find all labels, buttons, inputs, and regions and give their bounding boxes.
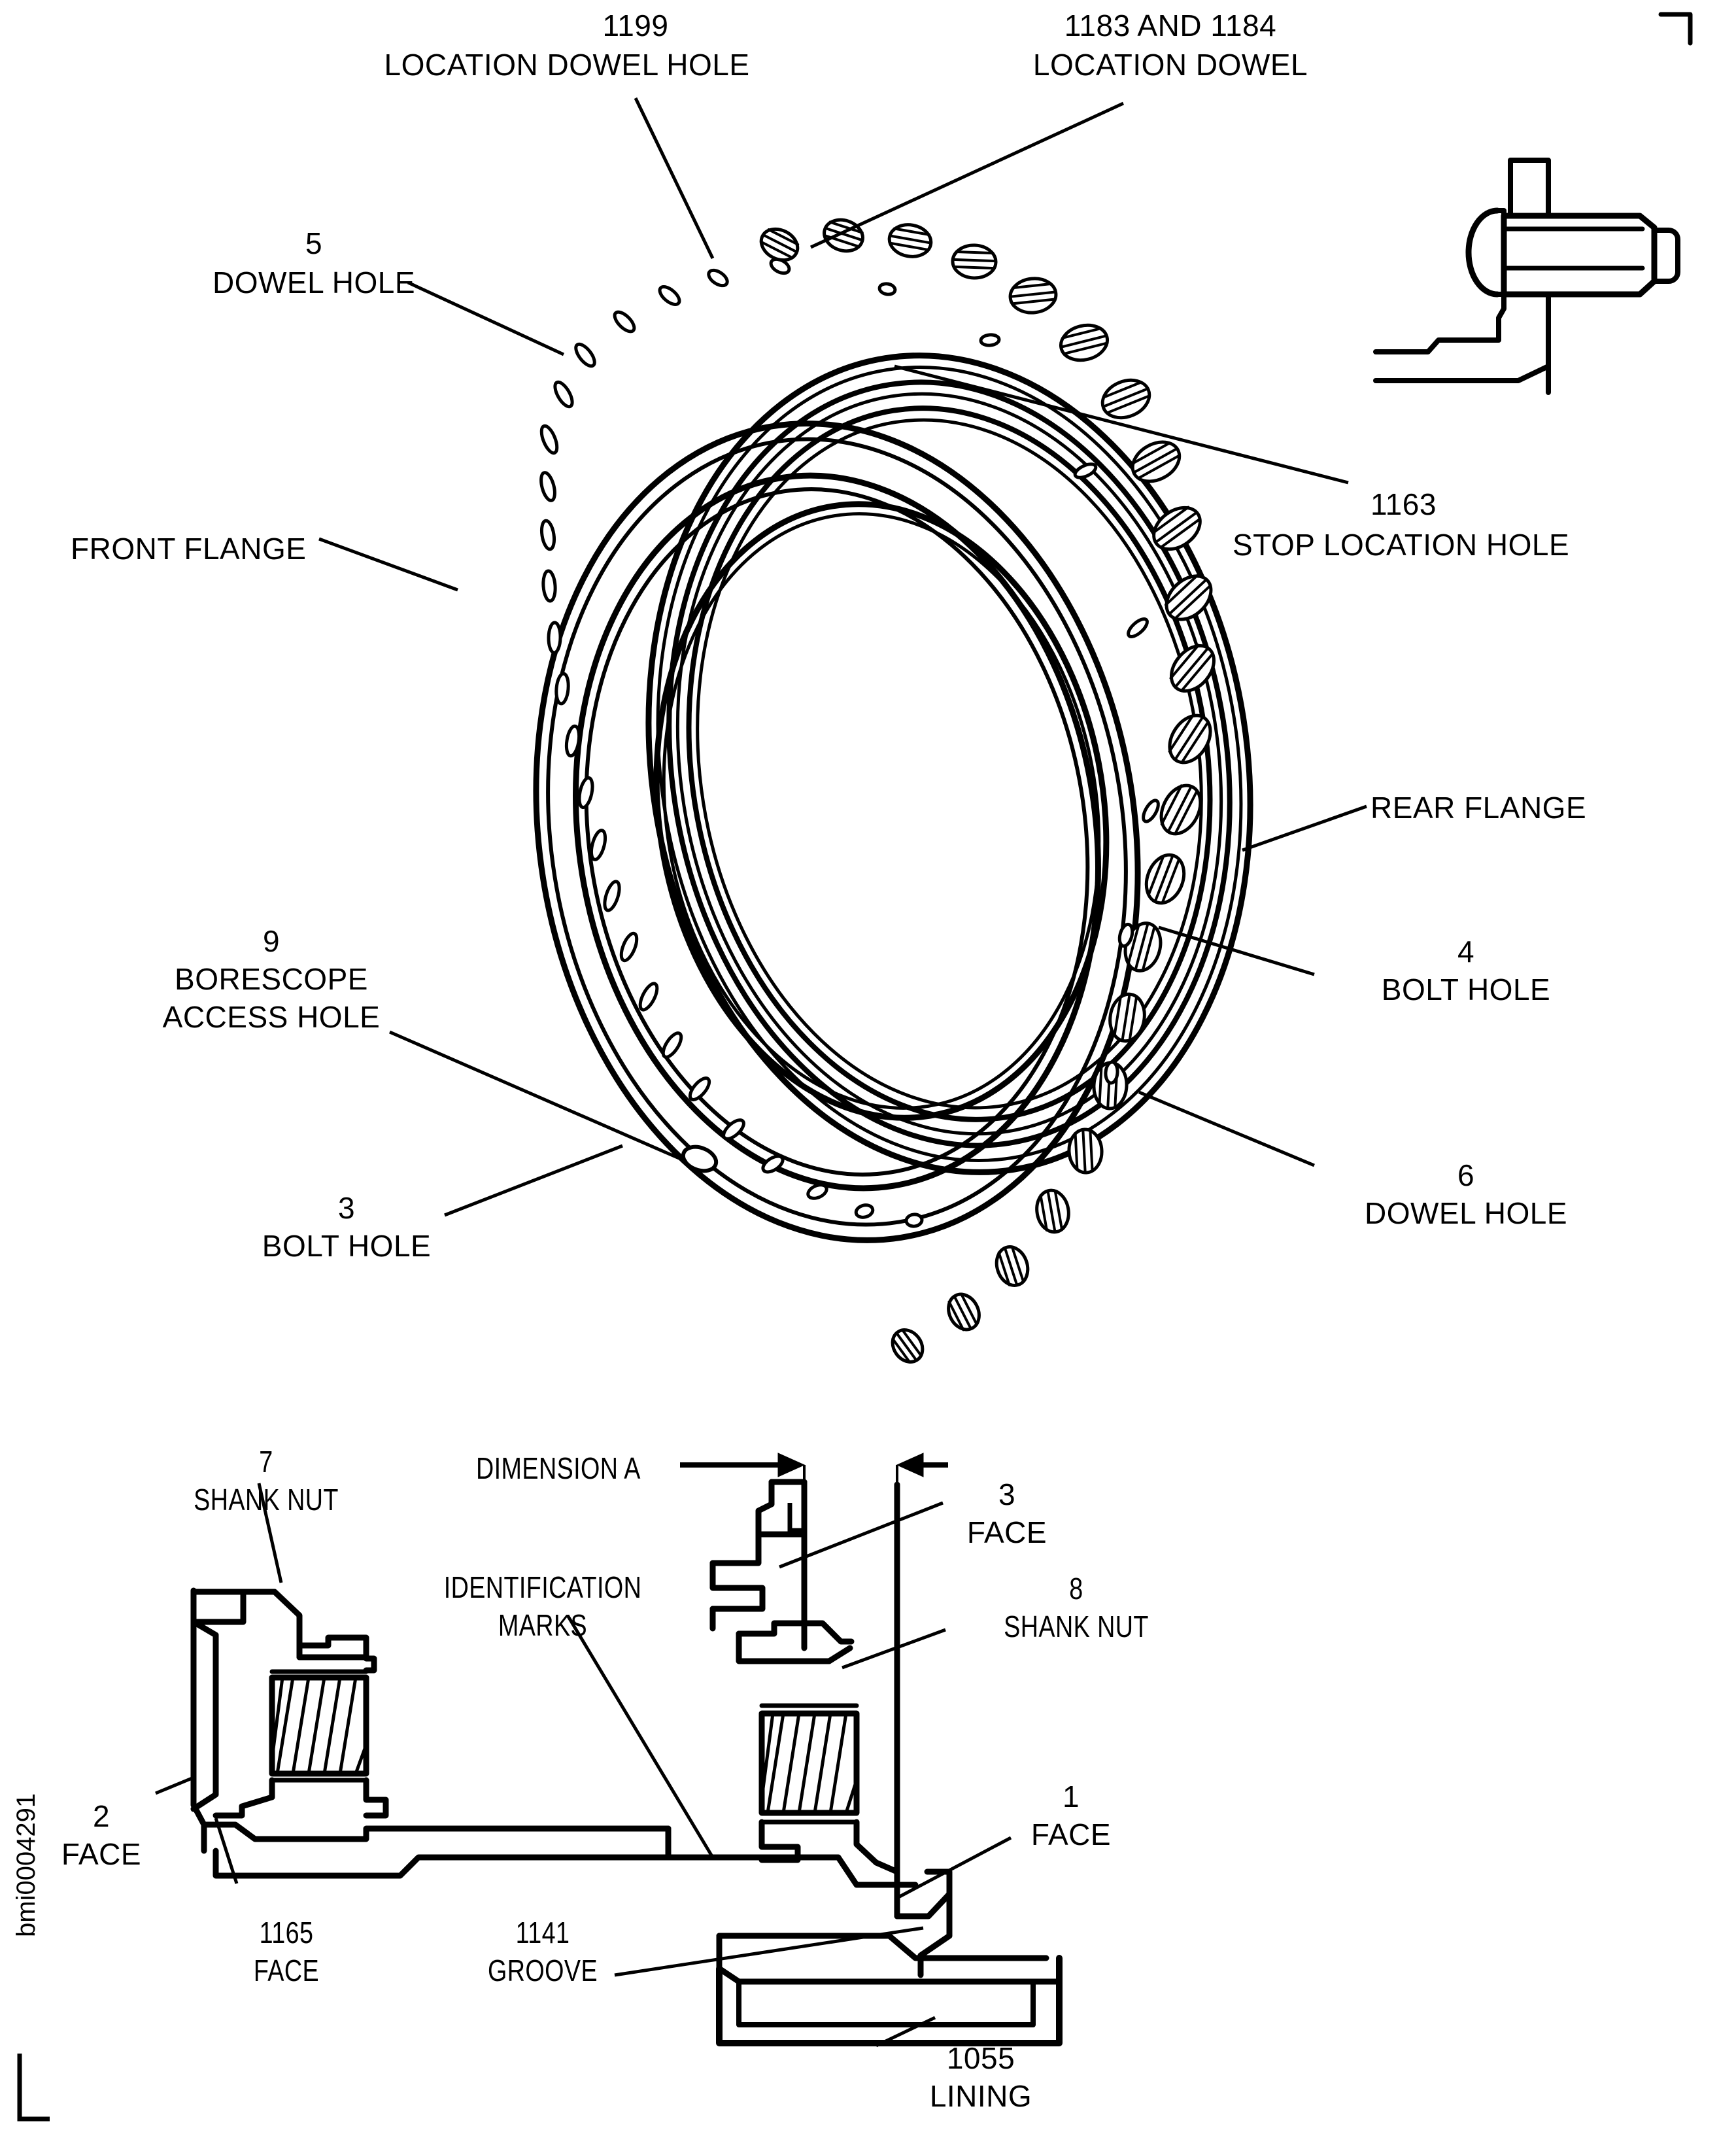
- callout-8-shank-nut-item: 8: [1069, 1572, 1083, 1606]
- callout-9-text-line2: ACCESS HOLE: [162, 1000, 381, 1034]
- callout-1163-text: STOP LOCATION HOLE: [1233, 528, 1570, 562]
- front-flange-hole-set: [539, 257, 924, 1228]
- lining-assembly: [665, 1854, 1063, 2046]
- location-dowel-detail: [1373, 12, 1693, 395]
- callout-front-flange-text: FRONT FLANGE: [71, 532, 307, 566]
- callout-1055-lining-item: 1055: [946, 2041, 1015, 2075]
- callout-1-face-item: 1: [1062, 1780, 1080, 1814]
- callout-1-face-text: FACE: [1030, 1817, 1112, 1851]
- callout-6-dowel-item: 6: [1457, 1158, 1475, 1192]
- borescope-hole: [681, 1144, 719, 1173]
- callout-3-face-text: FACE: [966, 1515, 1047, 1549]
- callout-1141-groove-item: 1141: [515, 1916, 570, 1950]
- callout-1199-text: LOCATION DOWEL HOLE: [384, 48, 750, 82]
- callout-1165-face-text: FACE: [253, 1953, 320, 1988]
- callout-5-item: 5: [305, 226, 323, 260]
- callout-4-bolt-item: 4: [1457, 935, 1475, 969]
- callout-3-bolt-item: 3: [337, 1191, 356, 1225]
- callout-5-text: DOWEL HOLE: [212, 266, 416, 300]
- callout-7-shank-nut-text: SHANK NUT: [194, 1483, 339, 1517]
- callout-9-text-line1: BORESCOPE: [175, 962, 368, 996]
- left-plate: [201, 1821, 672, 1879]
- callout-4-bolt-text: BOLT HOLE: [1381, 972, 1551, 1007]
- dimension-a-markers: [680, 1453, 948, 1570]
- callout-1141-groove-text: GROOVE: [487, 1953, 598, 1988]
- callout-1183-1184-item: 1183 AND 1184: [1064, 9, 1277, 43]
- callout-7-shank-nut-item: 7: [259, 1445, 273, 1479]
- callout-1199-item: 1199: [602, 9, 669, 43]
- right-shank-nut: [736, 1620, 879, 1866]
- doc-id-bracket: [17, 2054, 50, 2122]
- callout-3-face-item: 3: [998, 1477, 1016, 1511]
- callout-9-item: 9: [262, 924, 281, 958]
- left-shank-nut: [190, 1587, 389, 1854]
- callout-1165-face-item: 1165: [259, 1916, 314, 1950]
- callout-2-face-text: FACE: [61, 1837, 142, 1871]
- callout-8-shank-nut-text: SHANK NUT: [1004, 1609, 1149, 1644]
- callout-identification-marks-line2: MARKS: [498, 1608, 588, 1642]
- callout-3-bolt-text: BOLT HOLE: [262, 1229, 432, 1263]
- callout-rear-flange-text: REAR FLANGE: [1370, 791, 1587, 825]
- leader-lines-section: [155, 1483, 1012, 2048]
- callout-identification-marks-line1: IDENTIFICATION: [443, 1570, 642, 1604]
- cross-section-view: [190, 1479, 1063, 2046]
- callout-2-face-item: 2: [92, 1799, 111, 1833]
- flange-ring-isometric: [533, 218, 1253, 1364]
- callout-1163-item: 1163: [1370, 487, 1437, 521]
- callout-dimension-a: DIMENSION A: [476, 1451, 641, 1485]
- callout-1183-1184-text: LOCATION DOWEL: [1032, 48, 1308, 82]
- callout-6-dowel-text: DOWEL HOLE: [1364, 1196, 1568, 1230]
- callout-1055-lining-text: LINING: [929, 2079, 1032, 2113]
- document-id: bmi0004291: [12, 1793, 41, 1937]
- rear-flange-small-hole-set: [877, 282, 1160, 1085]
- leader-lines-top: [318, 97, 1367, 1217]
